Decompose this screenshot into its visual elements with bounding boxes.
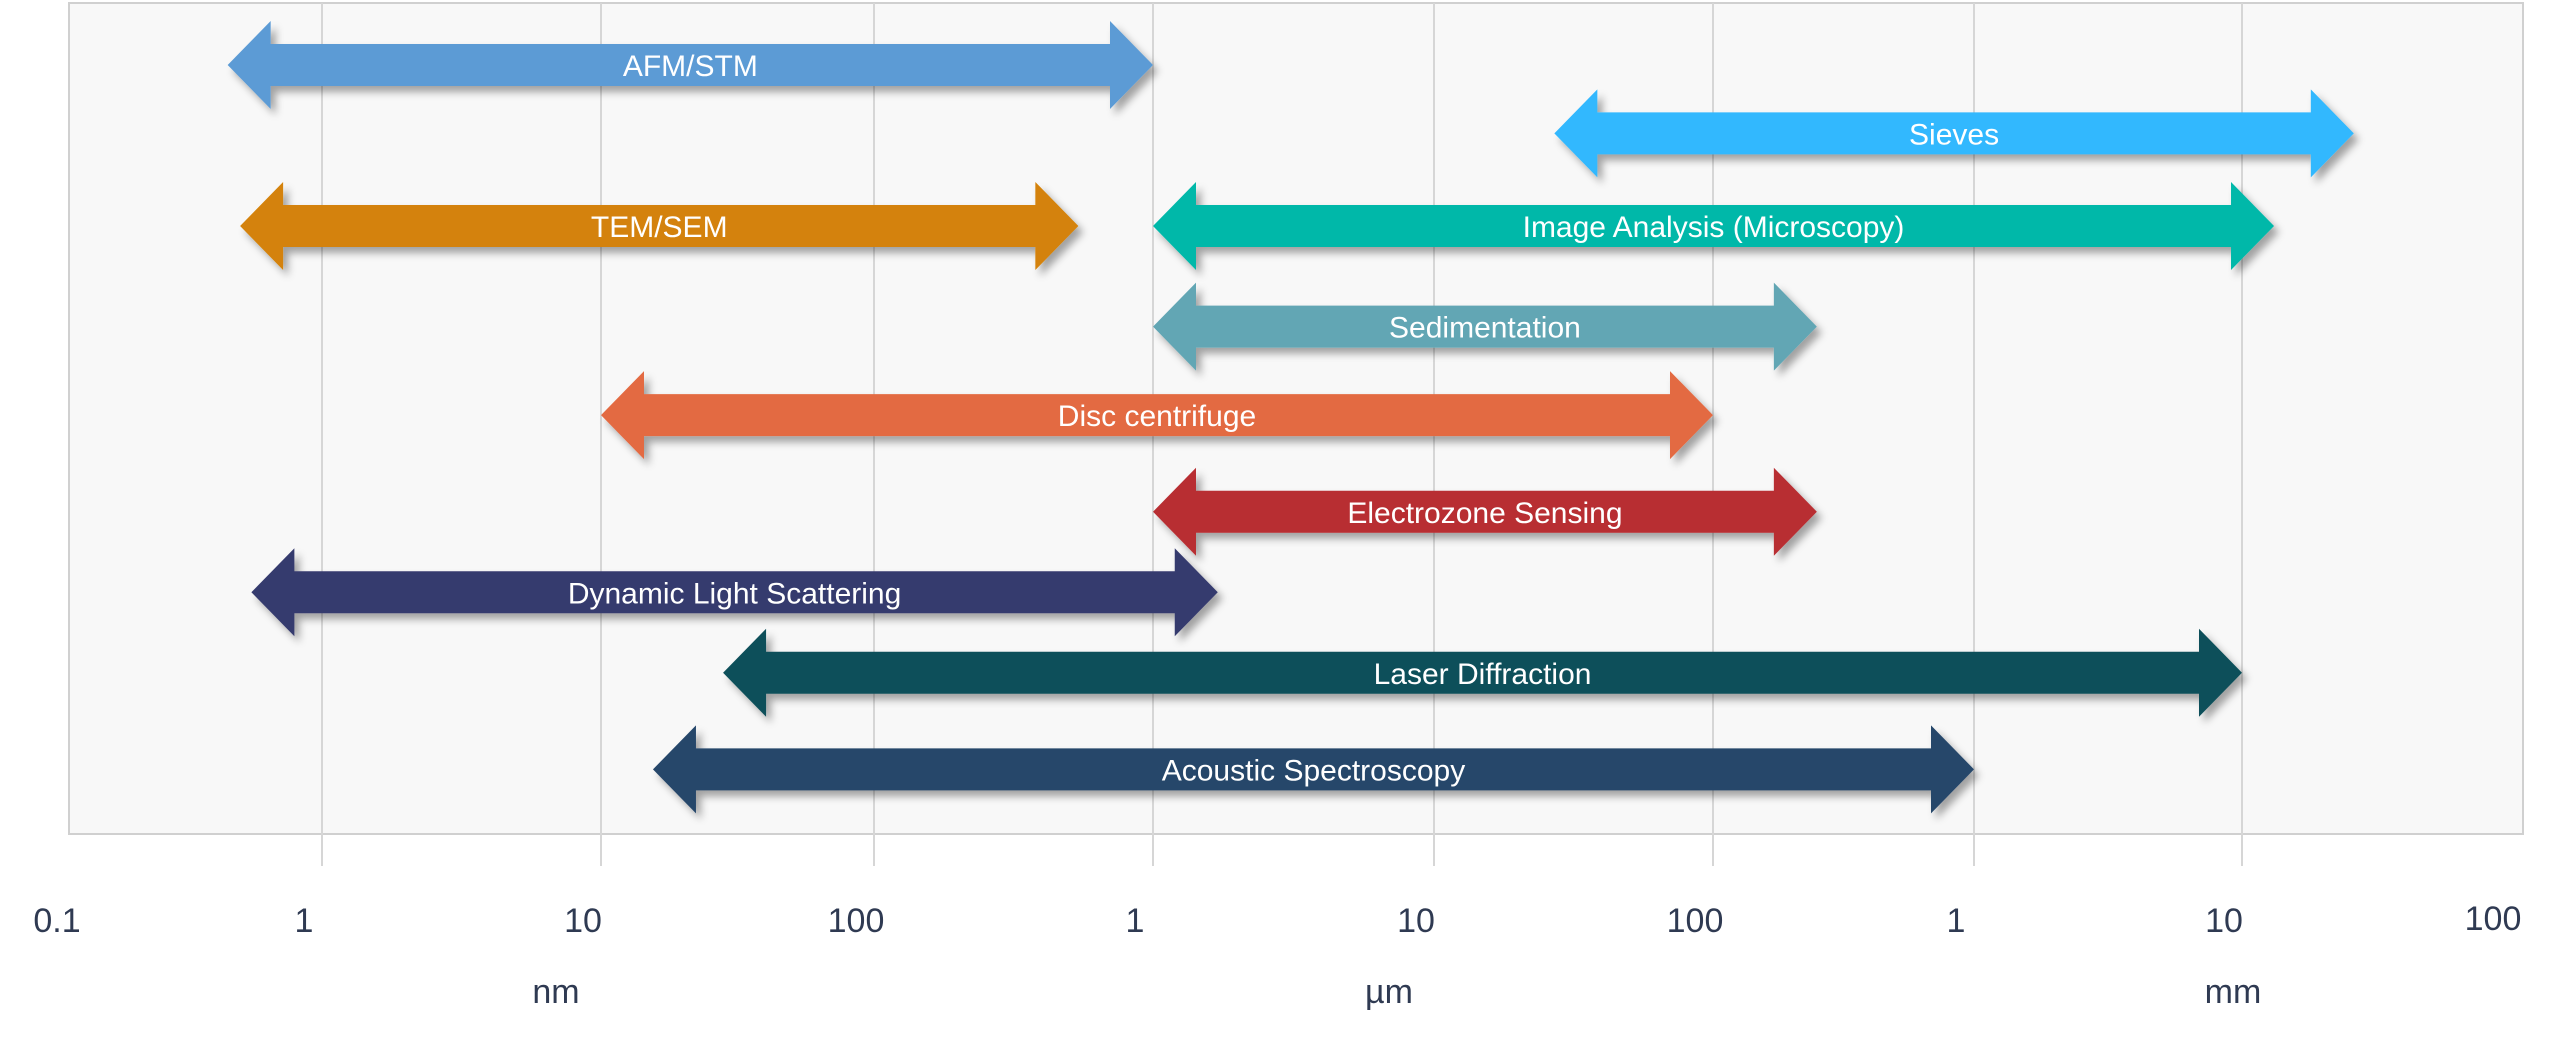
x-tick-label: 1 — [295, 902, 314, 940]
arrow-label: Electrozone Sensing — [1347, 497, 1622, 530]
arrow-label: TEM/SEM — [591, 211, 728, 244]
arrow-shape — [723, 628, 2242, 717]
arrow-shape — [227, 21, 1153, 109]
arrow-shape — [652, 725, 1974, 814]
range-arrow-tem-sem: TEM/SEM — [240, 182, 1079, 270]
range-arrow-electrozone-sensing: Electrozone Sensing — [1153, 467, 1817, 556]
arrow-shape — [1153, 282, 1817, 371]
arrow-label: Laser Diffraction — [1374, 658, 1592, 691]
arrow-label: Disc centrifuge — [1058, 400, 1256, 433]
range-arrow-disc-centrifuge: Disc centrifuge — [601, 371, 1713, 460]
arrow-label: Dynamic Light Scattering — [568, 577, 902, 610]
x-tick-label: 10 — [1397, 902, 1435, 940]
range-arrow-sedimentation: Sedimentation — [1153, 282, 1817, 371]
arrow-shape — [1554, 89, 2354, 178]
range-arrow-afm-stm: AFM/STM — [227, 21, 1153, 109]
range-arrow-sieves: Sieves — [1554, 89, 2354, 178]
arrow-label: Acoustic Spectroscopy — [1162, 754, 1465, 787]
arrow-label: Sieves — [1909, 118, 1999, 151]
unit-label: µm — [1365, 973, 1413, 1011]
x-tick-label: 1 — [1126, 902, 1145, 940]
unit-label: mm — [2205, 973, 2262, 1011]
x-tick-label: 100 — [1667, 902, 1724, 940]
arrow-label: AFM/STM — [623, 50, 758, 83]
range-arrow-image-analysis-microscopy: Image Analysis (Microscopy) — [1153, 182, 2275, 270]
x-tick-label: 100 — [2465, 900, 2522, 938]
arrow-shape — [1153, 467, 1817, 556]
unit-label: nm — [532, 973, 579, 1011]
arrow-label: Image Analysis (Microscopy) — [1523, 211, 1905, 244]
arrow-shape — [601, 371, 1713, 460]
range-arrow-laser-diffraction: Laser Diffraction — [723, 628, 2242, 717]
x-tick-label: 10 — [2205, 902, 2243, 940]
x-tick-label: 1 — [1947, 902, 1966, 940]
arrow-shape — [251, 548, 1218, 637]
arrow-shape — [1153, 182, 2275, 270]
arrow-shape — [240, 182, 1079, 270]
x-tick-label: 0.1 — [33, 902, 80, 940]
range-arrow-acoustic-spectroscopy: Acoustic Spectroscopy — [652, 725, 1974, 814]
x-tick-label: 10 — [564, 902, 602, 940]
range-arrow-dynamic-light-scattering: Dynamic Light Scattering — [251, 548, 1218, 637]
x-tick-label: 100 — [828, 902, 885, 940]
arrow-label: Sedimentation — [1389, 312, 1581, 345]
